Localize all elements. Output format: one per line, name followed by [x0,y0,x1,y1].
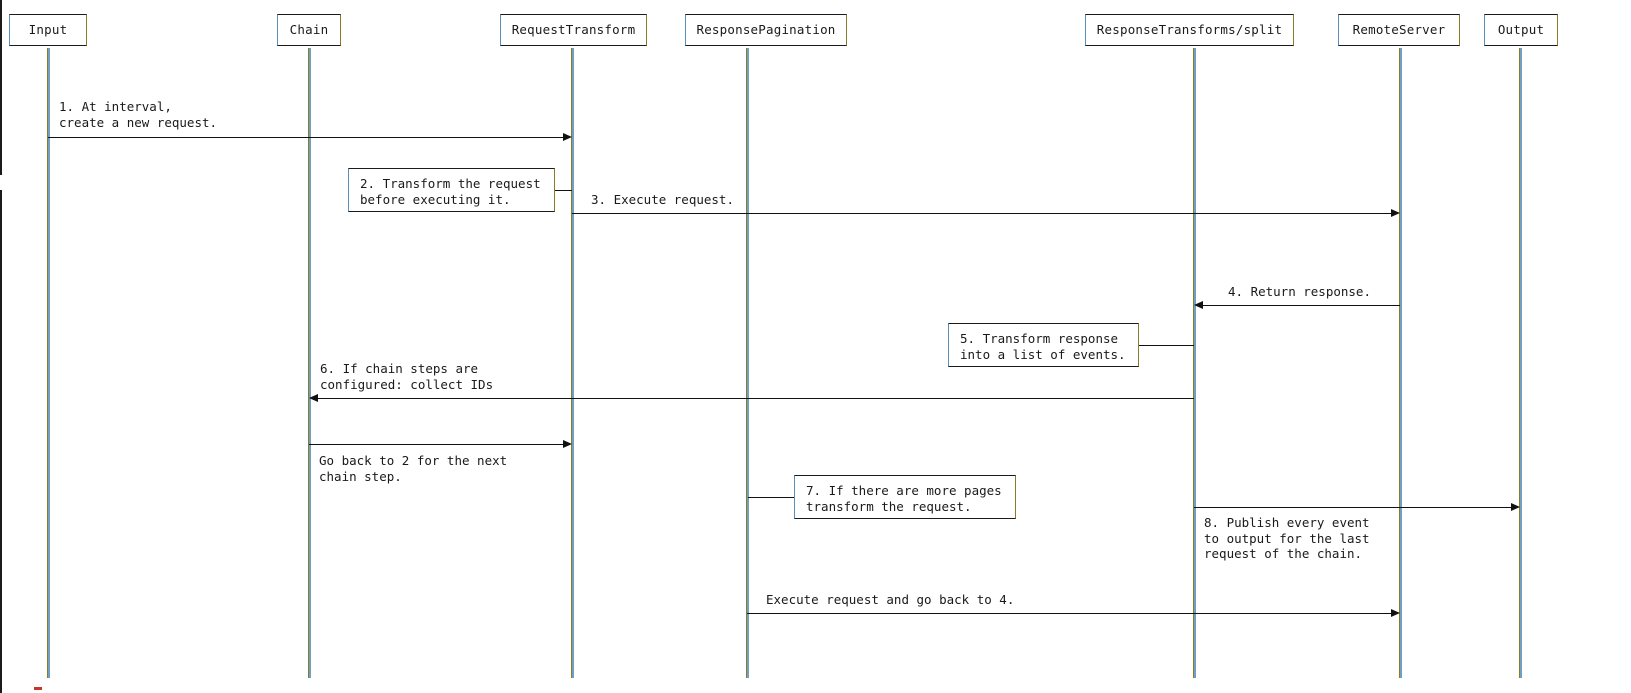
message-label-3: 3. Execute request. [591,192,734,207]
message-line-4 [1203,305,1400,306]
lifeline-input [47,48,50,678]
lifeline-request-transform [571,48,574,678]
message-label-4: 4. Return response. [1228,284,1371,299]
message-arrowhead-8 [1511,503,1520,511]
participant-label: ResponseTransforms/split [1096,21,1283,37]
participant-label: Input [28,21,68,37]
participant-box-response-pagination[interactable]: ResponsePagination [685,14,847,46]
viewport-edge-bottom-left [0,190,2,693]
message-arrowhead-6 [309,394,318,402]
lifeline-remote-server [1399,48,1402,678]
participant-box-output[interactable]: Output [1484,14,1558,46]
note-text: 2. Transform the request before executin… [360,176,541,207]
note-connector-5 [1139,345,1194,346]
message-line-3 [572,213,1391,214]
lifeline-response-pagination [746,48,749,678]
message-arrowhead-1 [563,133,572,141]
message-arrowhead-3 [1391,209,1400,217]
participant-label: Output [1497,21,1545,37]
message-label-6: 6. If chain steps are configured: collec… [320,361,494,392]
note-connector-7 [748,497,794,498]
message-label-8: 8. Publish every event to output for the… [1204,515,1370,562]
participant-box-chain[interactable]: Chain [277,14,341,46]
participant-label: ResponsePagination [696,21,836,37]
participant-box-input[interactable]: Input [9,14,87,46]
message-label-goback4: Execute request and go back to 4. [766,592,1015,607]
note-box-2: 2. Transform the request before executin… [348,168,555,212]
viewport-edge-top-left [0,0,2,175]
viewport-corner-tick [34,687,42,690]
participant-box-remote-server[interactable]: RemoteServer [1338,14,1460,46]
participant-label: RequestTransform [511,21,636,37]
participant-box-response-transforms-split[interactable]: ResponseTransforms/split [1085,14,1294,46]
note-text: 7. If there are more pages transform the… [806,483,1002,514]
note-box-5: 5. Transform response into a list of eve… [948,323,1139,367]
note-box-7: 7. If there are more pages transform the… [794,475,1016,519]
participant-label: RemoteServer [1352,21,1446,37]
message-line-goback2 [309,444,563,445]
lifeline-chain [308,48,311,678]
message-arrowhead-goback2 [563,440,572,448]
lifeline-output [1519,48,1522,678]
note-connector-2 [555,190,572,191]
message-line-1 [48,137,563,138]
participant-label: Chain [289,21,329,37]
note-text: 5. Transform response into a list of eve… [960,331,1126,362]
message-line-8 [1194,507,1511,508]
message-label-1: 1. At interval, create a new request. [59,99,218,130]
message-arrowhead-4 [1194,301,1203,309]
lifeline-response-transforms [1193,48,1196,678]
participant-box-request-transform[interactable]: RequestTransform [500,14,647,46]
message-arrowhead-goback4 [1391,609,1400,617]
message-line-goback4 [747,613,1391,614]
message-line-6 [318,398,1194,399]
message-label-goback2: Go back to 2 for the next chain step. [319,453,508,484]
